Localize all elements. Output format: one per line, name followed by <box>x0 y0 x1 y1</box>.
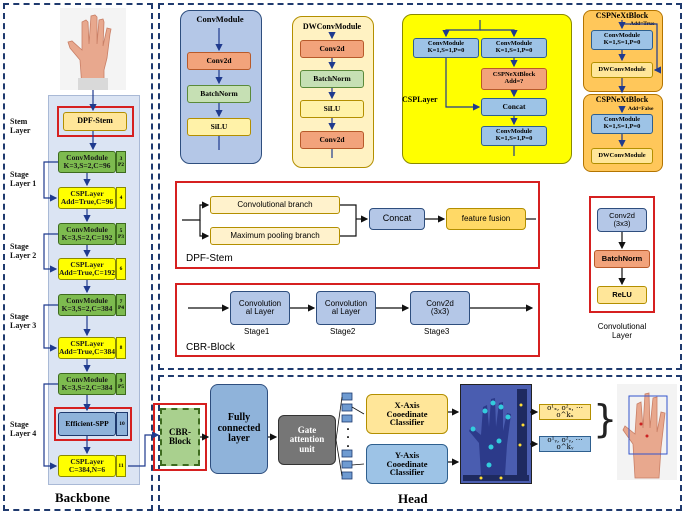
cbr-stage3-box: Conv2d (3x3) <box>410 291 470 325</box>
cbr-stage2-box: Convolution al Layer <box>316 291 376 325</box>
conv-layer-conv: Conv2d (3x3) <box>597 208 647 232</box>
hand-output-image <box>617 384 677 480</box>
stem-layer-label: Stem Layer <box>10 117 31 136</box>
csplayer-3: CSPLayer Add=True,C=384 <box>58 337 116 359</box>
tag-8: 8 <box>116 337 126 359</box>
convmodule-title: ConvModule <box>196 14 244 24</box>
csp-left-conv: ConvModule K=1,S=1,P=0 <box>413 38 479 58</box>
conv-layer-bn: BatchNorm <box>594 250 650 268</box>
head-y-outputs: o¹ᵧ, o²ᵧ, ⋯o^kᵧ <box>539 436 591 452</box>
conv-layer-relu: ReLU <box>597 286 647 304</box>
hand-input-image <box>60 8 126 90</box>
head-fc-layer: Fully connected layer <box>210 384 268 474</box>
cbr-stage3-label: Stage3 <box>424 327 450 336</box>
cbr-block-panel <box>175 283 540 357</box>
cm-batchnorm: BatchNorm <box>187 85 251 103</box>
stage3-label: Stage Layer 3 <box>10 312 37 331</box>
tag-6: 6 <box>116 258 126 280</box>
dpf-stem-panel <box>175 181 540 269</box>
cspnext-false-conv: ConvModule K=1,S=1,P=0 <box>591 114 653 134</box>
dw-conv2d-b: Conv2d <box>300 131 364 149</box>
csp-bottom-conv: ConvModule K=1,S=1,P=0 <box>481 126 547 146</box>
cspnext-false-title: CSPNeXtBlock <box>595 95 649 104</box>
convmodule-4: ConvModule K=3,S=2,C=384 <box>58 373 116 395</box>
convmodule-3: ConvModule K=3,S=2,C=384 <box>58 294 116 316</box>
cspnext-false-dwconv: DWConvModule <box>591 148 653 164</box>
csplayer-1: CSPLayer Add=True,C=96 <box>58 187 116 209</box>
head-y-classifier: Y-Axis Cooedinate Classifier <box>366 444 448 484</box>
dw-batchnorm: BatchNorm <box>300 70 364 88</box>
head-x-classifier: X-Axis Cooedinate Classifier <box>366 394 448 434</box>
csp-cspnext: CSPNeXtBlock Add=? <box>481 68 547 90</box>
cbr-stage1-box: Convolution al Layer <box>230 291 290 325</box>
cspnext-true-conv: ConvModule K=1,S=1,P=0 <box>591 30 653 50</box>
tag-10: 10 <box>116 412 128 436</box>
dpf-stem-box: DPF-Stem <box>63 112 127 131</box>
cm-conv2d: Conv2d <box>187 52 251 70</box>
modules-region <box>158 3 682 370</box>
dw-conv2d-a: Conv2d <box>300 40 364 58</box>
head-region <box>158 375 682 511</box>
dwconvmodule-title: DWConvModule <box>302 22 362 31</box>
tag-11: 11 <box>116 455 126 477</box>
backbone-title: Backbone <box>55 490 110 505</box>
dpf-stem-label: DPF-Stem <box>186 253 233 264</box>
tag-4: 4 <box>116 187 126 209</box>
head-title: Head <box>398 491 428 506</box>
cbr-stage1-label: Stage1 <box>244 327 270 336</box>
heatmap-image <box>460 384 532 484</box>
csplayer-side-label: CSPLayer <box>402 95 438 104</box>
dpf-fusion: feature fusion <box>446 208 526 230</box>
convmodule-1: ConvModule K=3,S=2,C=96 <box>58 151 116 173</box>
dpf-pool-branch: Maximum pooling branch <box>210 227 340 245</box>
cspnext-false-add: Add=False <box>628 106 654 112</box>
dw-silu: SiLU <box>300 100 364 118</box>
cm-silu: SiLU <box>187 118 251 136</box>
csplayer-2: CSPLayer Add=True,C=192 <box>58 258 116 280</box>
csp-right-conv: ConvModule K=1,S=1,P=0 <box>481 38 547 58</box>
conv-layer-panel <box>589 196 655 313</box>
head-dots: · · · <box>346 422 351 453</box>
cspnext-true-dwconv: DWConvModule <box>591 62 653 78</box>
head-cbr-block: CBR- Block <box>160 408 200 466</box>
stage1-label: Stage Layer 1 <box>10 170 37 189</box>
cspnext-true-add: Add=True <box>630 21 655 27</box>
csplayer-4: CSPLayer C=384,N=6 <box>58 455 116 477</box>
brace-icon: } <box>593 397 618 441</box>
head-x-outputs: o¹ₓ, o²ₓ, ⋯o^kₓ <box>539 404 591 420</box>
cspnext-true-title: CSPNeXtBlock <box>595 11 649 20</box>
conv-layer-caption: Convolutional Layer <box>597 322 647 340</box>
convmodule-2: ConvModule K=3,S=2,C=192 <box>58 223 116 245</box>
backbone-region <box>3 3 153 511</box>
stage2-label: Stage Layer 2 <box>10 242 37 261</box>
efficient-spp-box: Efficient-SPP <box>58 412 116 436</box>
cbr-stage2-label: Stage2 <box>330 327 356 336</box>
stage4-label: Stage Layer 4 <box>10 420 37 439</box>
csp-concat: Concat <box>481 98 547 116</box>
dpf-concat: Concat <box>369 208 425 230</box>
dpf-conv-branch: Convolutional branch <box>210 196 340 214</box>
cbr-block-label: CBR-Block <box>186 342 235 353</box>
head-gate-unit: Gate attention unit <box>278 415 336 465</box>
